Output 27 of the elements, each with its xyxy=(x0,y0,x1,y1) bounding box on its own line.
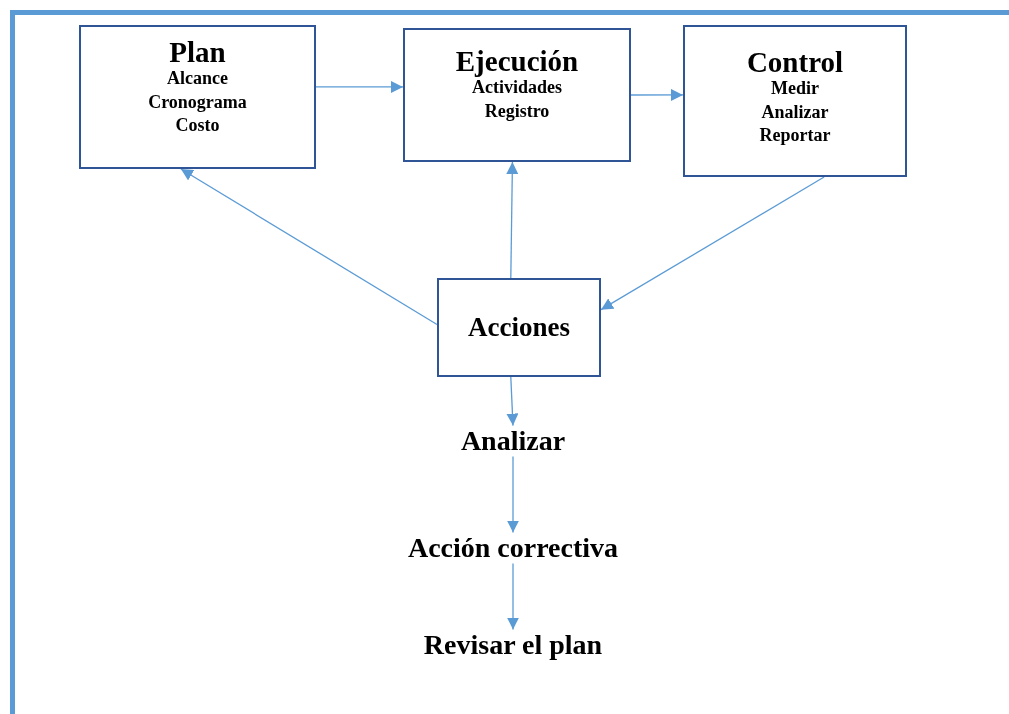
arrow xyxy=(630,88,684,101)
box-item: Medir xyxy=(770,77,820,101)
arrow xyxy=(506,376,519,427)
box-item: Registro xyxy=(483,99,551,123)
box-title: Control xyxy=(745,47,845,78)
process-box xyxy=(79,25,316,169)
arrow xyxy=(507,562,519,631)
step-label: Acción correctiva xyxy=(407,532,619,564)
process-box xyxy=(403,28,631,162)
arrow xyxy=(507,455,519,534)
box-item: Analizar xyxy=(760,100,830,124)
arrow xyxy=(315,80,404,93)
box-title: Acciones xyxy=(468,312,570,342)
box-item: Actividades xyxy=(471,77,563,100)
process-box xyxy=(683,25,907,177)
step-label: Revisar el plan xyxy=(423,629,603,661)
step-label: Analizar xyxy=(460,425,566,457)
arrow xyxy=(600,176,825,311)
box-title: Ejecución xyxy=(454,46,580,77)
box-item: Alcance xyxy=(166,67,229,91)
box-item: Costo xyxy=(174,114,221,138)
box-title: Plan xyxy=(168,37,227,68)
arrow xyxy=(180,168,438,326)
process-box xyxy=(437,278,601,377)
arrow xyxy=(506,161,519,279)
box-item: Cronograma xyxy=(147,90,248,114)
box-item: Reportar xyxy=(758,124,832,148)
